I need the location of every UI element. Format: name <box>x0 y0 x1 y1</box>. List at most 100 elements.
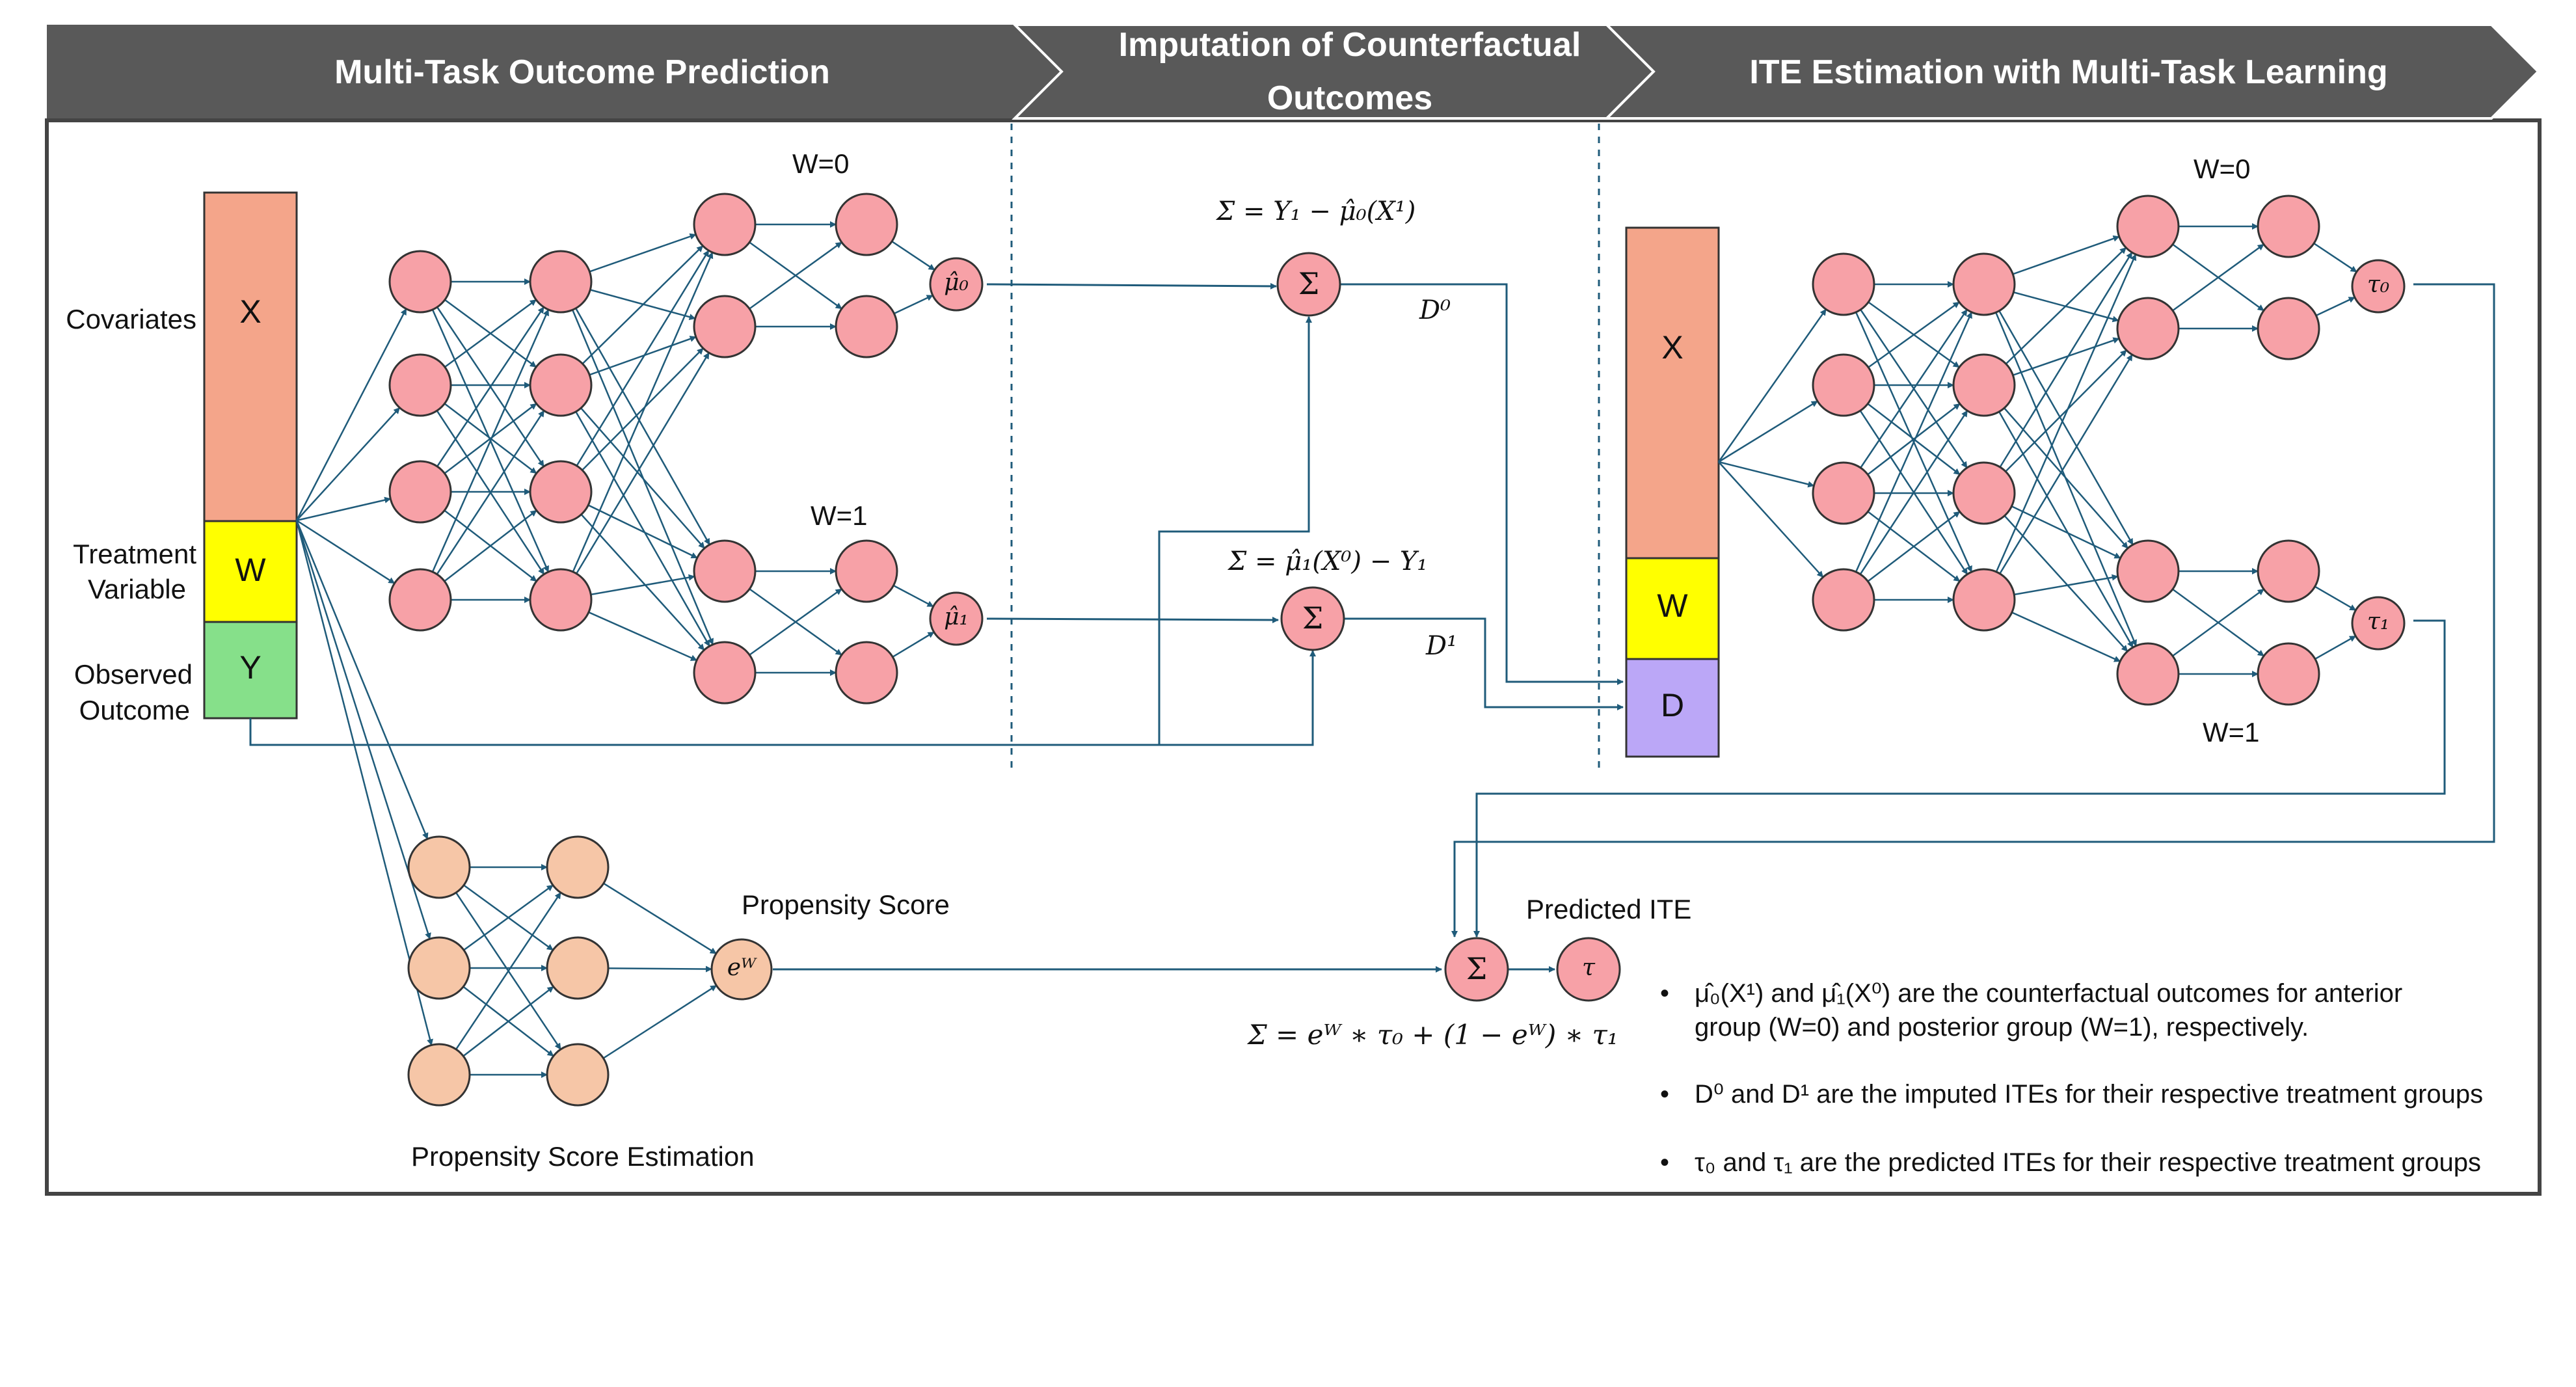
sum-bottom-symbol: Σ <box>1302 600 1324 636</box>
y-box-label: Y <box>239 649 261 686</box>
y-box <box>203 621 298 720</box>
right-l23-edge <box>1983 247 2127 386</box>
right-l23-edge <box>1983 384 2128 549</box>
right-hidden-node <box>1812 252 1875 316</box>
right-hidden-node <box>2257 539 2320 603</box>
right-l12-edge <box>1842 284 1973 572</box>
observed-label-1: Observed <box>74 659 193 690</box>
w0-label-left: W=0 <box>792 148 850 179</box>
outer-frame <box>45 118 2542 1196</box>
input-stack-left: X W Y Covariates Treatment Variable Obse… <box>66 191 298 725</box>
right-output-bottom-node <box>2351 596 2406 651</box>
formula-d1: Σ = μ̂₁(X⁰) − Y₁ <box>1227 546 1427 576</box>
header-stage3-shape <box>1603 23 2540 120</box>
propensity-hidden-node <box>407 936 471 1000</box>
propensity-hidden-node <box>546 835 610 899</box>
final-sum-node <box>1444 937 1509 1002</box>
observed-label-2: Outcome <box>79 695 190 725</box>
right-hidden-node <box>2116 297 2180 360</box>
left-l23-edge <box>560 245 704 386</box>
mu0-to-sum-top <box>986 282 1277 290</box>
sum-top-node <box>1276 252 1341 317</box>
right-hidden-node <box>2257 297 2320 360</box>
predicted-ite-label: Predicted ITE <box>1526 894 1691 924</box>
left-hidden-node <box>529 250 593 314</box>
tau1-to-final-sum <box>1473 619 2446 937</box>
left-l23-edge <box>559 281 714 645</box>
note-3-line1: τ₀ and τ₁ are the predicted ITEs for the… <box>1695 1148 2481 1177</box>
left-hidden-node <box>388 460 452 524</box>
left-l23-edge <box>559 281 710 545</box>
right-in-edge <box>1718 400 1818 463</box>
label-d0: D⁰ <box>1419 295 1451 325</box>
left-hidden-node <box>693 539 757 603</box>
left-in-edge <box>296 496 392 522</box>
propensity-hidden-node <box>407 835 471 899</box>
left-hidden-node <box>835 641 898 705</box>
connectors <box>249 282 2495 973</box>
left-hidden-node <box>529 568 593 632</box>
right-hidden-node <box>1812 461 1875 525</box>
note-bullet-1: • <box>1660 979 1669 1008</box>
propensity-hidden-node <box>407 1043 471 1107</box>
x-box-right-label: X <box>1661 329 1683 366</box>
left-hidden-node <box>835 295 898 358</box>
right-output-top-node <box>2351 259 2406 314</box>
right-hidden-node <box>1952 252 2016 316</box>
header-stage2-line1: Imputation of Counterfactual <box>1119 26 1581 64</box>
d-box-label: D <box>1661 687 1684 723</box>
left-l23-edge <box>560 347 704 492</box>
mu1-to-sum-bottom <box>986 616 1279 623</box>
right-output-bottom-label: τ₁ <box>2367 608 2389 635</box>
right-hidden-node <box>1952 353 2016 417</box>
tau-node-label: τ <box>1582 954 1596 981</box>
w-box-right-label: W <box>1657 587 1688 624</box>
left-l12-edge <box>419 309 550 600</box>
note-bullet-3: • <box>1660 1148 1669 1177</box>
w0-label-right: W=0 <box>2194 154 2251 184</box>
x-box <box>203 191 298 522</box>
left-output-top-label: μ̂₀ <box>944 269 969 296</box>
left-l23-edge <box>559 250 710 492</box>
right-l23-edge <box>1983 252 2133 494</box>
d-box <box>1625 658 1720 758</box>
covariates-label: Covariates <box>66 304 196 334</box>
w-box-right <box>1625 557 1720 660</box>
y-line-to-sum-bottom <box>249 650 1316 746</box>
propensity-output-node <box>710 938 773 1001</box>
propensity-hidden-node <box>546 936 610 1000</box>
x-box-right <box>1625 226 1720 559</box>
right-hidden-node <box>2257 642 2320 706</box>
left-in-edge <box>295 308 407 521</box>
left-l12-edge <box>419 384 545 575</box>
right-l12-edge <box>1842 309 1968 494</box>
tau0-to-final-sum <box>1451 283 2495 937</box>
left-l12-edge <box>419 281 550 572</box>
network-edges <box>295 221 2357 1078</box>
x-box-label: X <box>239 293 261 330</box>
notes-list: • μ̂₀(X¹) and μ̂₁(X⁰) are the counterfac… <box>1660 979 2483 1177</box>
right-l12-edge <box>1842 384 1968 575</box>
left-l23-edge <box>560 491 705 651</box>
left-output-bottom-node <box>929 591 984 646</box>
right-l23-edge <box>1983 384 2134 648</box>
propensity-hidden-node <box>546 1043 610 1107</box>
left-output-top-node <box>929 257 984 312</box>
final-sum-symbol: Σ <box>1466 951 1488 986</box>
propensity-estimation-label: Propensity Score Estimation <box>411 1141 755 1172</box>
left-l12-edge <box>419 410 545 600</box>
left-hidden-node <box>529 353 593 417</box>
left-hidden-node <box>388 250 452 314</box>
d0-to-d-box <box>1340 283 1624 685</box>
note-2-line1: D⁰ and D¹ are the imputed ITEs for their… <box>1695 1080 2483 1109</box>
right-hidden-node <box>2116 642 2180 706</box>
right-l12-edge <box>1842 312 1973 600</box>
header-stage1-shape <box>47 25 1062 118</box>
left-l23-edge <box>559 352 710 600</box>
header-bar: Multi-Task Outcome Prediction Imputation… <box>47 23 2540 120</box>
right-l23-edge <box>1983 284 2137 647</box>
left-hidden-node <box>835 539 898 603</box>
right-hidden-node <box>2116 539 2180 603</box>
note-1-line1: μ̂₀(X¹) and μ̂₁(X⁰) are the counterfactu… <box>1695 979 2402 1008</box>
